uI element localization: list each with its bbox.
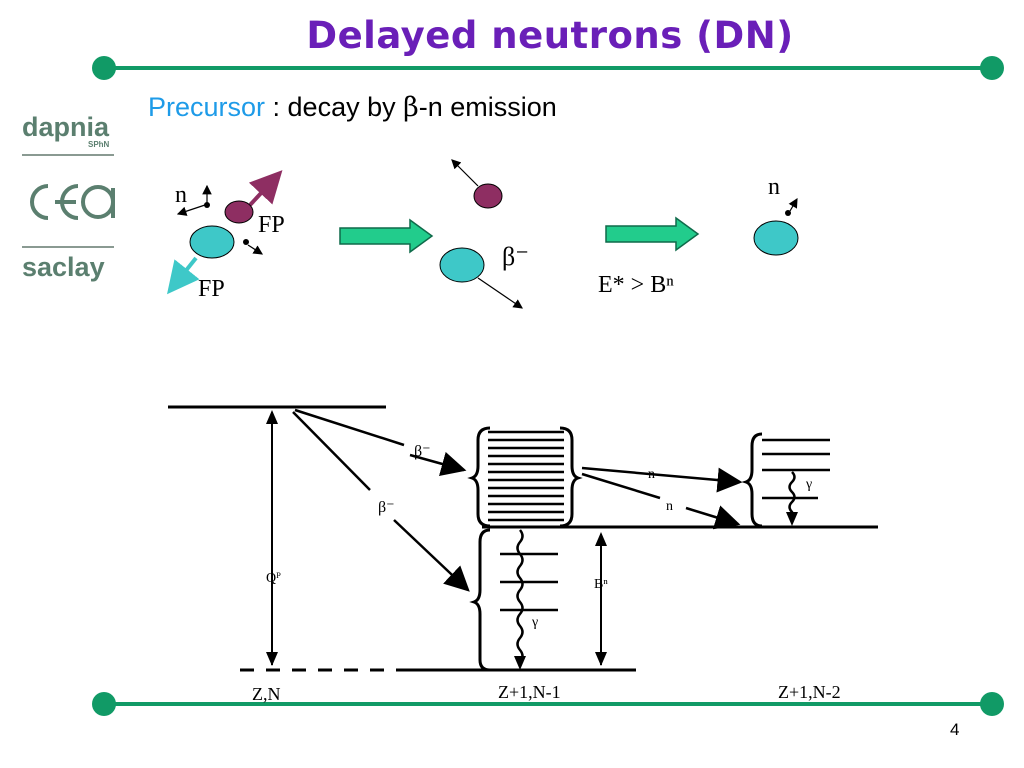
nucleus-label-2: Z+1,N-1 bbox=[498, 682, 561, 702]
sphn-logo-text: SPhN bbox=[88, 140, 110, 149]
subtitle-beta: β bbox=[403, 92, 419, 123]
neutron-label-2: n bbox=[666, 499, 673, 514]
saclay-logo: saclay bbox=[22, 252, 105, 282]
fission-product-dark bbox=[224, 200, 254, 224]
neutron-emission-2b bbox=[685, 505, 741, 530]
bn-arrow-head-top bbox=[595, 532, 607, 546]
neutron-dot bbox=[204, 202, 210, 208]
beta-branch-2-arrow bbox=[393, 519, 470, 592]
fp-dark-drift-arrow bbox=[451, 159, 479, 187]
daughter-nucleus bbox=[753, 220, 799, 256]
neutron-emission-1 bbox=[581, 466, 743, 493]
beta-branch-1-line bbox=[294, 408, 405, 447]
process-arrow-2 bbox=[605, 216, 700, 252]
top-rule-left-dot bbox=[92, 56, 116, 80]
q-arrow-head-bottom bbox=[266, 652, 278, 666]
top-rule-right-dot bbox=[980, 56, 1004, 80]
precursor-nucleus bbox=[439, 247, 485, 283]
bottom-rule-left-dot bbox=[92, 692, 116, 716]
continuum-levels bbox=[488, 430, 564, 522]
beta-label-1: β⁻ bbox=[414, 443, 431, 460]
final-levels bbox=[762, 438, 830, 500]
gamma-cascade-2 bbox=[788, 471, 796, 518]
q-arrow-head-top bbox=[266, 410, 278, 424]
neutron-label-1: n bbox=[648, 467, 655, 482]
process-arrow-1 bbox=[339, 218, 434, 254]
subtitle-suffix: -n emission bbox=[418, 92, 557, 122]
neutron-dot-2 bbox=[243, 239, 249, 245]
neutron-emission-2a bbox=[581, 472, 661, 500]
bound-states-bracket bbox=[469, 528, 491, 672]
neutron-arrow-2 bbox=[247, 244, 264, 255]
gamma-label-2: γ bbox=[805, 477, 812, 492]
bottom-rule-right-dot bbox=[980, 692, 1004, 716]
beta-branch-1-arrow bbox=[409, 451, 467, 477]
emitted-neutron-label: n bbox=[768, 174, 780, 200]
beta-branch-2-line bbox=[292, 411, 371, 491]
logo-divider-2 bbox=[22, 246, 114, 248]
beta-minus-label: β⁻ bbox=[502, 242, 529, 271]
dapnia-logo: dapnia bbox=[22, 112, 110, 142]
emitted-neutron-arrow bbox=[788, 197, 798, 212]
fp-dark-trajectory bbox=[248, 170, 283, 207]
fission-product-light bbox=[189, 225, 235, 259]
fp-light-trajectory bbox=[167, 256, 200, 295]
continuum-bracket-right bbox=[559, 426, 583, 528]
fission-product-dark-2 bbox=[473, 183, 503, 209]
neutron-label: n bbox=[175, 182, 187, 208]
nucleus-label-1: Z,N bbox=[252, 684, 281, 704]
final-states-bracket bbox=[741, 432, 763, 528]
subtitle-prefix: : decay by bbox=[265, 92, 404, 122]
page-number: 4 bbox=[950, 720, 960, 739]
fp-label-1: FP bbox=[258, 212, 285, 238]
bound-levels bbox=[500, 552, 558, 612]
nucleus-label-3: Z+1,N-2 bbox=[778, 682, 841, 702]
beta-label-2: β⁻ bbox=[378, 499, 395, 516]
slide-title: Delayed neutrons (DN) bbox=[306, 14, 794, 57]
neutron-arrow-left bbox=[176, 204, 206, 216]
emitted-neutron-dot bbox=[785, 210, 791, 216]
gamma-label-1: γ bbox=[531, 615, 538, 630]
bn-label: Bⁿ bbox=[594, 577, 608, 592]
fp-label-2: FP bbox=[198, 276, 225, 302]
q-label: Qᴾ bbox=[266, 571, 281, 586]
condition-label: E* > Bⁿ bbox=[598, 272, 674, 298]
continuum-bracket-left bbox=[467, 426, 491, 528]
subtitle-accent: Precursor bbox=[148, 92, 266, 122]
gamma-cascade-1 bbox=[516, 529, 524, 666]
bn-arrow-head-bottom bbox=[595, 652, 607, 666]
subtitle: Precursor : decay by β-n emission bbox=[148, 92, 557, 123]
logo-divider-1 bbox=[22, 154, 114, 156]
beta-emission-arrow bbox=[477, 277, 523, 309]
